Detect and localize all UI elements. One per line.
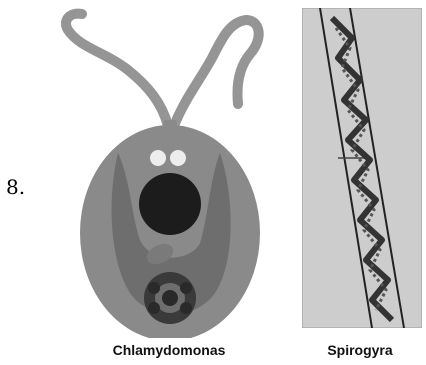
chlamydomonas-diagram bbox=[50, 8, 280, 338]
spirogyra-caption: Spirogyra bbox=[310, 342, 410, 358]
eyespot-left bbox=[150, 150, 166, 166]
right-flagellum bbox=[174, 20, 259, 126]
chlamydomonas-caption: Chlamydomonas bbox=[84, 342, 254, 358]
left-flagellum bbox=[66, 14, 168, 126]
eyespot-right bbox=[170, 150, 186, 166]
question-number: 8. bbox=[6, 175, 25, 199]
nucleus bbox=[139, 173, 201, 235]
spirogyra-micrograph bbox=[302, 8, 422, 328]
